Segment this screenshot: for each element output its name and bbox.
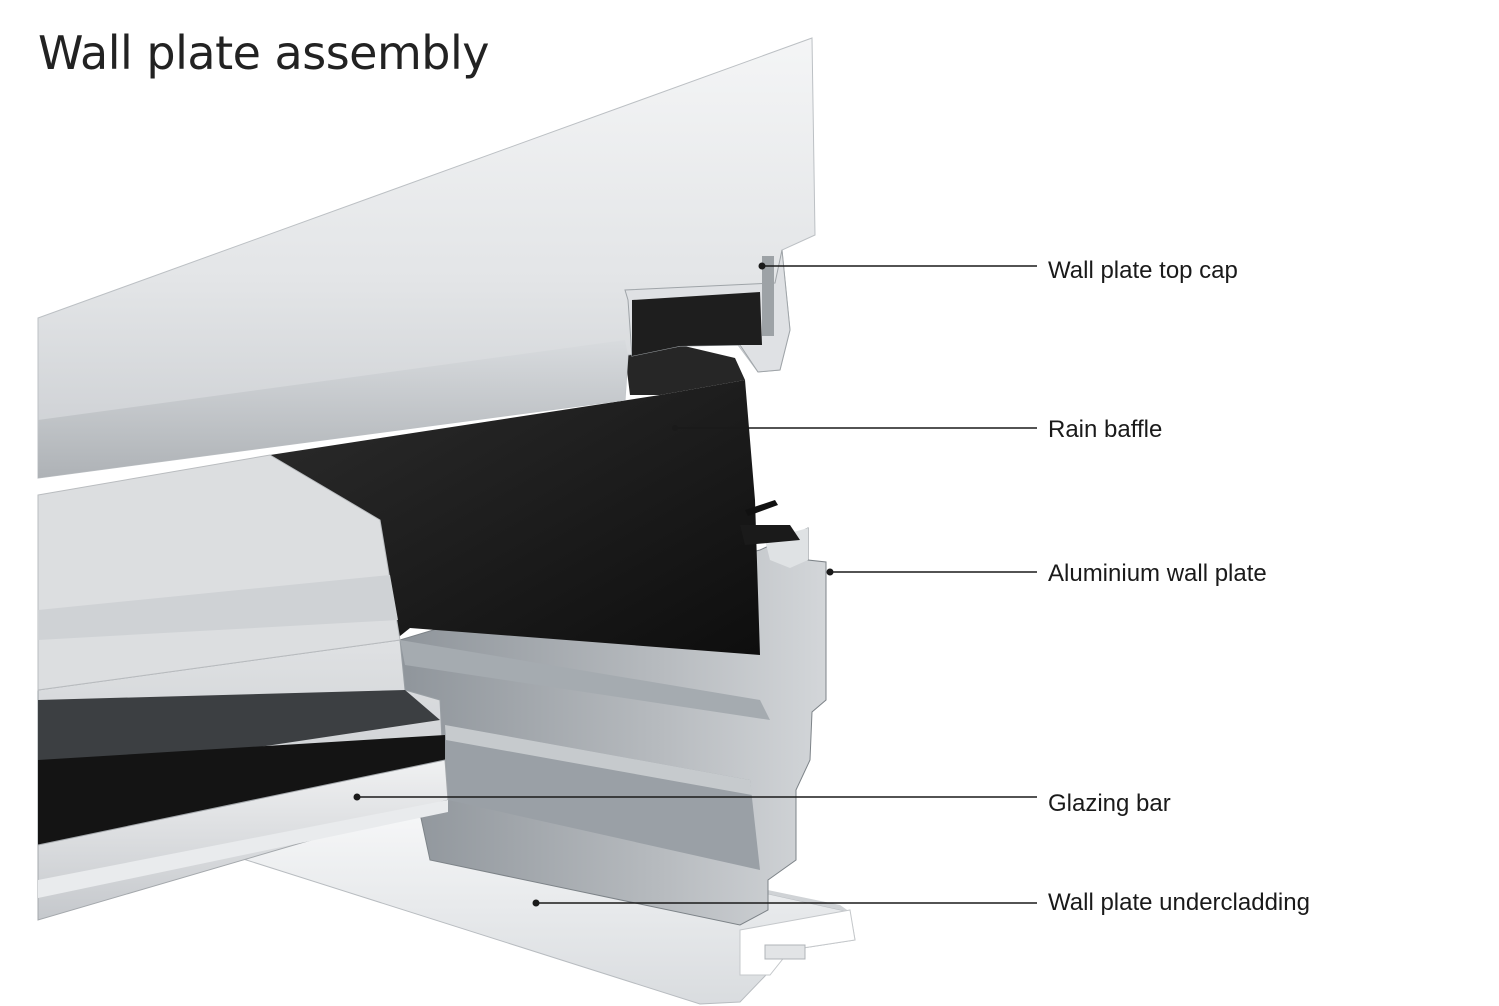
label-rain-baffle: Rain baffle xyxy=(1048,416,1163,443)
anchor-undercladding xyxy=(532,899,540,907)
rain-baffle-part xyxy=(270,345,800,655)
anchor-glazing-bar xyxy=(353,793,361,801)
top-cap-part xyxy=(37,37,816,479)
label-glazing-bar: Glazing bar xyxy=(1048,790,1171,817)
anchor-rain-baffle xyxy=(672,425,678,431)
label-undercladding: Wall plate undercladding xyxy=(1048,889,1310,916)
label-top-cap: Wall plate top cap xyxy=(1048,257,1238,284)
callout-leaders xyxy=(353,262,1037,907)
anchor-aluminium-wall-plate xyxy=(826,568,834,576)
glazing-bar-part xyxy=(37,639,449,921)
anchor-top-cap xyxy=(758,262,766,270)
page-title: Wall plate assembly xyxy=(38,26,489,80)
label-aluminium-wall-plate: Aluminium wall plate xyxy=(1048,560,1267,587)
